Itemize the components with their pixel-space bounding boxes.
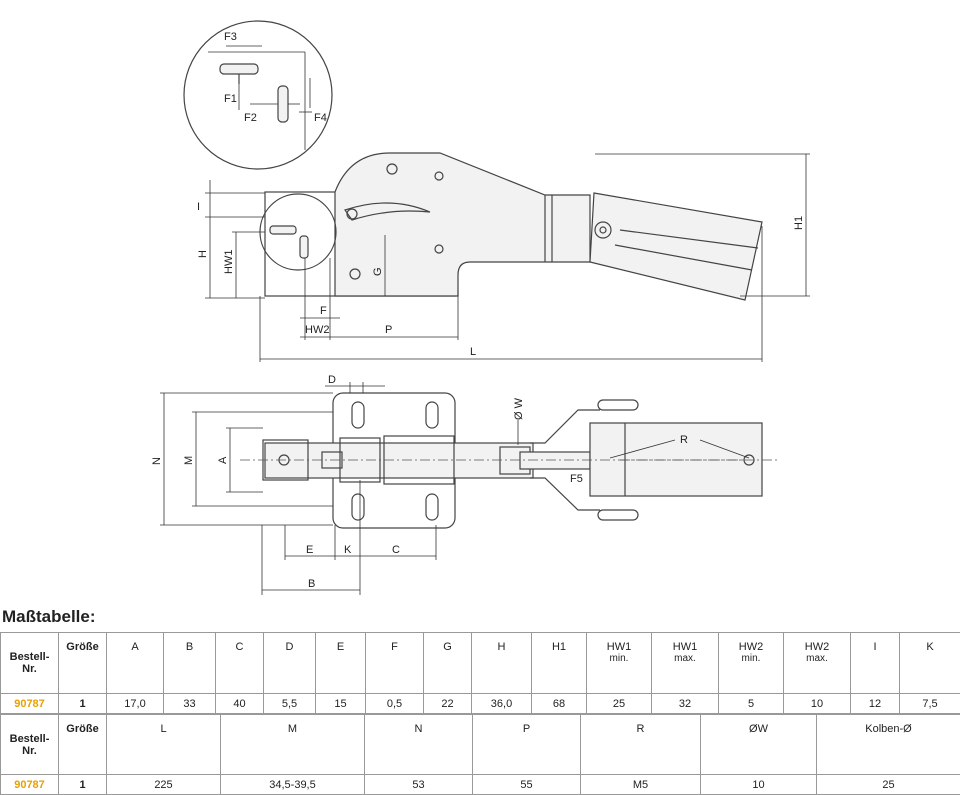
cell-c: 40 bbox=[215, 693, 264, 714]
table-title: Maßtabelle: bbox=[2, 607, 96, 626]
label-f: F bbox=[320, 305, 327, 317]
label-f5: F5 bbox=[570, 473, 583, 485]
label-f3: F3 bbox=[224, 31, 237, 43]
label-h1: H1 bbox=[793, 216, 805, 230]
header-g: G bbox=[423, 632, 472, 694]
header-e: E bbox=[315, 632, 366, 694]
header-bestell-nr: Bestell-Nr. bbox=[0, 714, 59, 775]
header-l: L bbox=[106, 714, 221, 775]
label-hw2: HW2 bbox=[305, 324, 329, 336]
dimension-table-1: Bestell-Nr. Größe A B C D E F G H H1 HW1… bbox=[0, 632, 960, 714]
cell-kolben: 25 bbox=[816, 774, 960, 795]
cell-w: 10 bbox=[700, 774, 817, 795]
label-k: K bbox=[344, 544, 352, 556]
header-bestell-nr: Bestell-Nr. bbox=[0, 632, 59, 694]
cell-a: 17,0 bbox=[106, 693, 164, 714]
cell-hw2-min: 5 bbox=[718, 693, 784, 714]
header-groesse: Größe bbox=[58, 632, 107, 694]
table-header-row: Bestell-Nr. Größe L M N P R ØW Kolben-Ø bbox=[0, 714, 960, 775]
label-a: A bbox=[217, 456, 229, 464]
cell-d: 5,5 bbox=[263, 693, 316, 714]
label-e: E bbox=[306, 544, 313, 556]
table-row: 90787 1 17,0 33 40 5,5 15 0,5 22 36,0 68… bbox=[0, 693, 960, 714]
label-i: I bbox=[197, 201, 200, 213]
cell-m: 34,5-39,5 bbox=[220, 774, 365, 795]
label-f4: F4 bbox=[314, 112, 327, 124]
technical-drawing: F3 F1 F2 F4 I H HW1 G H1 F HW2 P L bbox=[151, 20, 810, 595]
label-n: N bbox=[151, 457, 163, 465]
label-c: C bbox=[392, 544, 400, 556]
header-b: B bbox=[163, 632, 216, 694]
header-n: N bbox=[364, 714, 473, 775]
side-view bbox=[183, 20, 810, 362]
header-h: H bbox=[471, 632, 532, 694]
cell-g: 22 bbox=[423, 693, 472, 714]
label-f1: F1 bbox=[224, 93, 237, 105]
header-f: F bbox=[365, 632, 424, 694]
header-c: C bbox=[215, 632, 264, 694]
label-f2: F2 bbox=[244, 112, 257, 124]
label-m: M bbox=[183, 456, 195, 465]
header-m: M bbox=[220, 714, 365, 775]
label-h: H bbox=[197, 250, 209, 258]
header-kolben: Kolben-Ø bbox=[816, 714, 960, 775]
detail-circle bbox=[183, 20, 333, 170]
table-row: 90787 1 225 34,5-39,5 53 55 M5 10 25 bbox=[0, 774, 960, 795]
label-d: D bbox=[328, 374, 336, 386]
cell-h: 36,0 bbox=[471, 693, 532, 714]
label-l: L bbox=[470, 346, 476, 358]
header-i: I bbox=[850, 632, 900, 694]
header-a: A bbox=[106, 632, 164, 694]
header-r: R bbox=[580, 714, 701, 775]
cell-l: 225 bbox=[106, 774, 221, 795]
cell-hw1-min: 25 bbox=[586, 693, 652, 714]
label-p: P bbox=[385, 324, 392, 336]
header-groesse: Größe bbox=[58, 714, 107, 775]
cell-n: 53 bbox=[364, 774, 473, 795]
cell-order-no: 90787 bbox=[0, 693, 59, 714]
header-h1: H1 bbox=[531, 632, 587, 694]
cell-p: 55 bbox=[472, 774, 581, 795]
label-g: G bbox=[372, 267, 384, 276]
top-view bbox=[160, 382, 780, 595]
cell-e: 15 bbox=[315, 693, 366, 714]
header-k: K bbox=[899, 632, 960, 694]
header-p: P bbox=[472, 714, 581, 775]
label-hw1: HW1 bbox=[223, 250, 235, 274]
dimension-table-2: Bestell-Nr. Größe L M N P R ØW Kolben-Ø … bbox=[0, 714, 960, 795]
cell-k: 7,5 bbox=[899, 693, 960, 714]
cell-i: 12 bbox=[850, 693, 900, 714]
cell-size: 1 bbox=[58, 693, 107, 714]
header-d: D bbox=[263, 632, 316, 694]
label-r: R bbox=[680, 434, 688, 446]
cell-b: 33 bbox=[163, 693, 216, 714]
label-b: B bbox=[308, 578, 315, 590]
cell-size: 1 bbox=[58, 774, 107, 795]
table-header-row: Bestell-Nr. Größe A B C D E F G H H1 HW1… bbox=[0, 632, 960, 694]
cell-hw1-max: 32 bbox=[651, 693, 719, 714]
cell-r: M5 bbox=[580, 774, 701, 795]
cell-f: 0,5 bbox=[365, 693, 424, 714]
cell-h1: 68 bbox=[531, 693, 587, 714]
label-w: Ø W bbox=[513, 397, 525, 420]
cell-hw2-max: 10 bbox=[783, 693, 851, 714]
header-w: ØW bbox=[700, 714, 817, 775]
cell-order-no: 90787 bbox=[0, 774, 59, 795]
